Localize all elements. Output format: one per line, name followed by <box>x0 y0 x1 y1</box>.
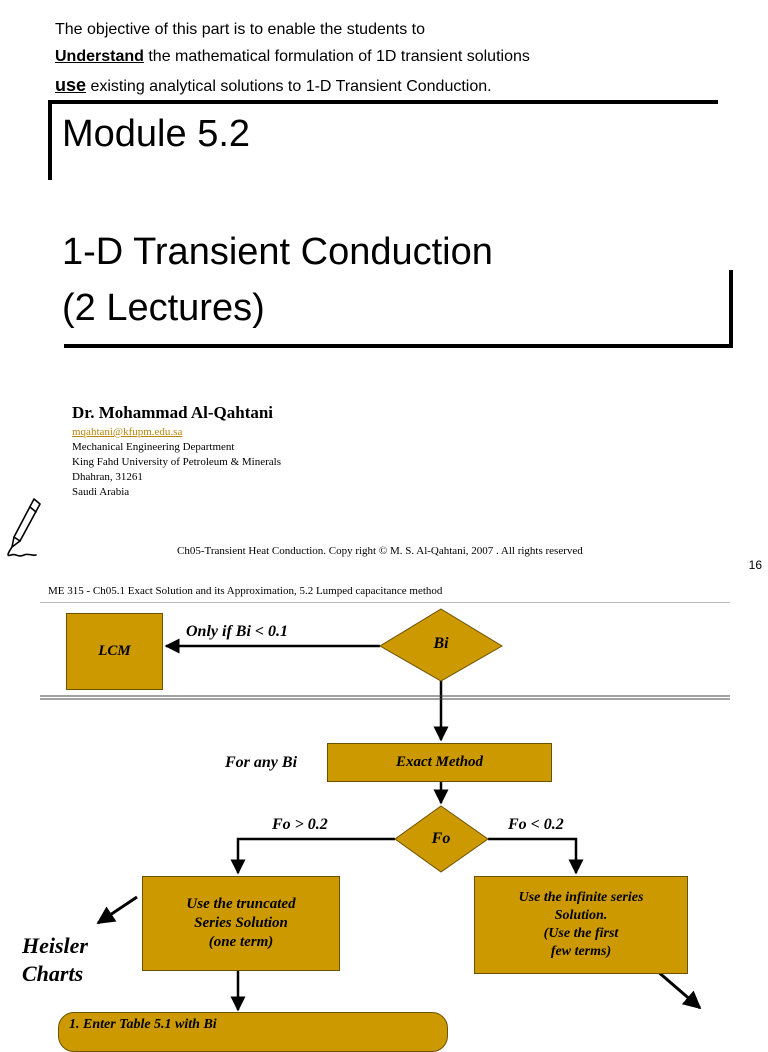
slide2-header-rule <box>40 602 730 603</box>
box-truncated-line-1: Use the truncated <box>186 896 296 912</box>
author-city: Dhahran, 31261 <box>72 471 143 483</box>
box-bottom-text: 1. Enter Table 5.1 with Bi <box>69 1017 217 1032</box>
slide2-header: ME 315 - Ch05.1 Exact Solution and its A… <box>48 585 443 597</box>
box-infinite-series: Use the infinite series Solution. (Use t… <box>474 876 688 974</box>
label-fo-less: Fo < 0.2 <box>508 816 564 833</box>
arrow-fo-to-infinite <box>488 837 584 875</box>
topic-bottom-rule <box>64 344 733 348</box>
label-fo-greater: Fo > 0.2 <box>272 816 328 833</box>
author-email-link[interactable]: mqahtani@kfupm.edu.sa <box>72 426 183 438</box>
arrow-to-heisler <box>96 895 138 925</box>
box-infinite-line-2: Solution. <box>554 908 608 923</box>
box-infinite-line-1: Use the infinite series <box>518 890 644 905</box>
heisler-line-2: Charts <box>22 961 84 986</box>
author-country: Saudi Arabia <box>72 486 130 498</box>
label-only-if-bi: Only if Bi < 0.1 <box>186 623 289 640</box>
arrow-infinite-down <box>655 968 702 1010</box>
diamond-bi <box>379 608 503 682</box>
slide-footer: Ch05-Transient Heat Conduction. Copy rig… <box>177 545 583 557</box>
diamond-fo <box>394 805 489 873</box>
arrow-fo-to-truncated <box>230 837 395 875</box>
topic-line-1: 1-D Transient Conduction <box>62 231 493 273</box>
label-for-any-bi: For any Bi <box>225 754 298 771</box>
box-truncated-line-2: Series Solution <box>194 915 288 931</box>
page-number: 16 <box>748 558 762 572</box>
intro-line-3: use existing analytical solutions to 1-D… <box>55 76 492 96</box>
box-infinite-line-4: few terms) <box>550 944 612 959</box>
diamond-fo-label: Fo <box>431 830 451 847</box>
module-left-rule <box>48 100 52 180</box>
author-university: King Fahd University of Petroleum & Mine… <box>72 456 281 468</box>
pen-icon <box>7 498 41 557</box>
box-exact-label: Exact Method <box>395 754 484 770</box>
intro-line-1: The objective of this part is to enable … <box>55 21 425 38</box>
keyword-use: use <box>55 75 87 95</box>
module-top-rule <box>50 100 718 104</box>
heisler-charts-label: Heisler Charts <box>22 932 88 988</box>
box-exact-method: Exact Method <box>327 743 552 782</box>
heisler-line-1: Heisler <box>22 933 88 958</box>
author-department: Mechanical Engineering Department <box>72 441 235 453</box>
author-name: Dr. Mohammad Al-Qahtani <box>72 403 274 422</box>
keyword-understand: Understand <box>55 48 144 65</box>
diamond-bi-label: Bi <box>433 635 449 652</box>
intro-line-2: Understand the mathematical formulation … <box>55 47 530 66</box>
intro-line-2-text: the mathematical formulation of 1D trans… <box>143 48 530 65</box>
intro-line-3-text: existing analytical solutions to 1-D Tra… <box>86 78 492 95</box>
flowchart-connectors <box>40 608 730 1012</box>
box-infinite-line-3: (Use the first <box>543 926 619 941</box>
module-title: Module 5.2 <box>62 113 251 155</box>
box-truncated-line-3: (one term) <box>208 934 274 950</box>
topic-right-rule <box>729 270 733 348</box>
box-bottom-steps: 1. Enter Table 5.1 with Bi <box>58 1012 448 1052</box>
box-truncated-series: Use the truncated Series Solution (one t… <box>142 876 340 971</box>
box-lcm: LCM <box>66 613 163 690</box>
box-lcm-label: LCM <box>98 643 131 659</box>
topic-line-2: (2 Lectures) <box>62 287 265 329</box>
